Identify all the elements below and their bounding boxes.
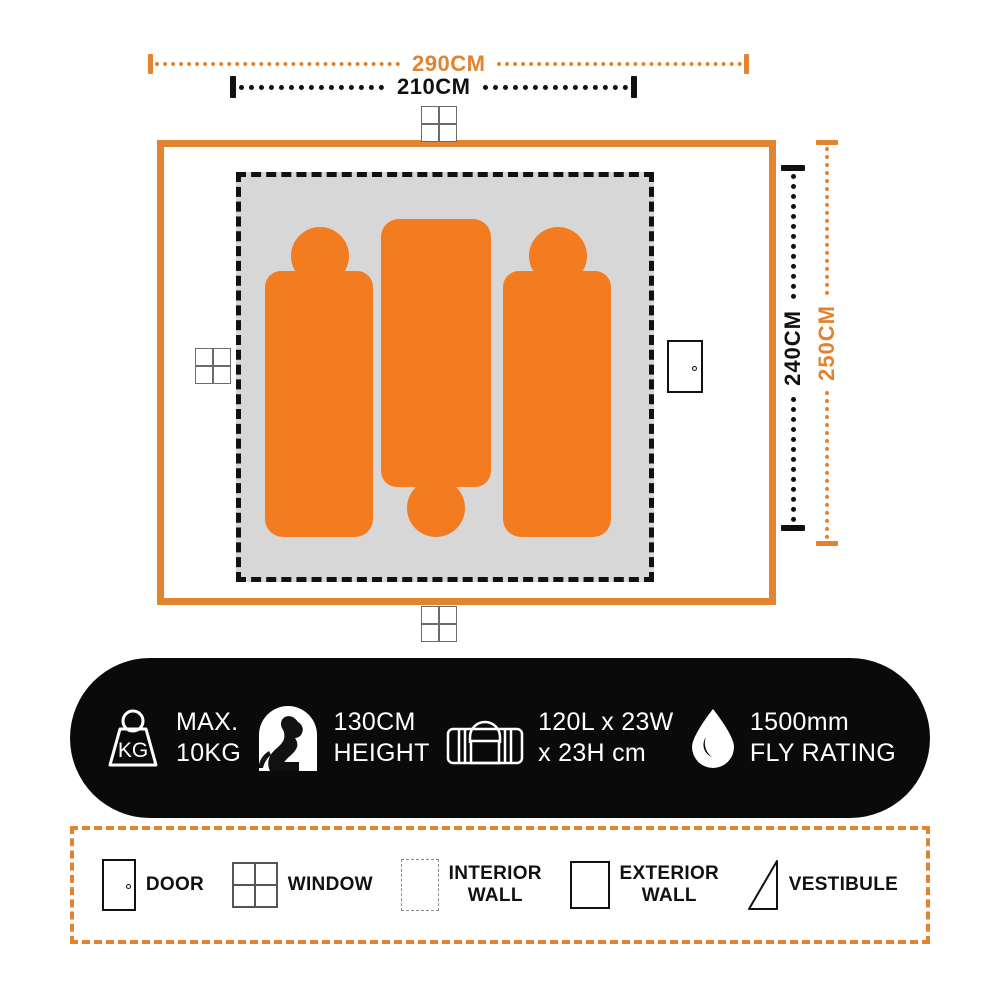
legend-item-interior-wall: INTERIOR WALL <box>400 859 542 911</box>
dim-cap-right <box>744 54 750 74</box>
legend-label-window: WINDOW <box>287 874 373 895</box>
spec-fly-line2: FLY RATING <box>749 739 896 767</box>
dim-line-bottom <box>790 396 796 522</box>
spec-packsize-line1: 120L x 23W <box>538 708 674 736</box>
spec-weight-line1: MAX. <box>176 708 239 736</box>
duffel-bag-icon <box>446 720 524 765</box>
dimension-interior-height: 240CM <box>780 165 806 585</box>
occupant-figure-middle <box>381 219 491 539</box>
spec-item-height: 130CM HEIGHT <box>257 705 429 771</box>
dimension-label-250: 250CM <box>814 305 839 381</box>
legend-item-exterior-wall: EXTERIOR WALL <box>569 861 720 909</box>
spec-item-weight: KG MAX. 10KG <box>104 707 241 769</box>
spec-weight-line2: 10KG <box>176 739 242 767</box>
door-icon-right[interactable] <box>667 340 703 393</box>
dim-cap-bottom <box>781 524 805 531</box>
figure-head <box>407 479 465 537</box>
window-icon-top[interactable] <box>421 106 457 142</box>
spec-packsize-line2: x 23H cm <box>538 739 647 767</box>
figure-body <box>381 219 491 487</box>
dim-line-top <box>790 174 796 299</box>
door-icon <box>101 859 136 911</box>
dim-cap-right <box>631 76 638 98</box>
legend-item-door: DOOR <box>101 859 205 911</box>
spec-item-packsize: 120L x 23W x 23H cm <box>446 707 673 769</box>
vestibule-icon <box>747 860 778 910</box>
water-drop-icon <box>691 709 734 768</box>
exterior-wall-outline <box>157 140 776 605</box>
legend-item-vestibule: VESTIBULE <box>747 859 898 911</box>
legend: DOOR WINDOW INTERIOR WALL EXTERIOR WALL … <box>70 826 930 944</box>
interior-wall-outline <box>236 172 654 582</box>
spec-packsize-text: 120L x 23W x 23H cm <box>538 707 673 769</box>
dimension-overall-height: 250CM <box>814 140 839 605</box>
legend-label-vestibule: VESTIBULE <box>788 874 899 895</box>
spec-item-fly-rating: 1500mm FLY RATING <box>690 707 896 769</box>
window-icon-left[interactable] <box>195 348 231 384</box>
legend-label-door: DOOR <box>145 874 205 895</box>
interior-wall-icon <box>400 859 439 911</box>
spec-height-line2: HEIGHT <box>333 739 430 767</box>
spec-fly-line1: 1500mm <box>749 708 849 736</box>
figure-body <box>503 271 611 537</box>
weight-kg-icon: KG <box>108 709 158 767</box>
dim-line-right <box>483 84 629 90</box>
spec-height-line1: 130CM <box>333 708 416 736</box>
dim-line-right <box>497 62 743 66</box>
door-knob <box>692 366 697 371</box>
person-sitting-icon <box>259 706 318 771</box>
door-knob <box>125 884 131 889</box>
spec-weight-text: MAX. 10KG <box>176 707 241 769</box>
dim-cap-top <box>816 140 838 145</box>
legend-item-window: WINDOW <box>231 862 373 908</box>
dimension-label-240: 240CM <box>780 310 805 386</box>
dim-line-left <box>155 62 400 66</box>
spec-fly-text: 1500mm FLY RATING <box>750 707 896 769</box>
svg-text:KG: KG <box>118 739 148 762</box>
legend-label-interior-wall: INTERIOR WALL <box>448 863 542 906</box>
dimension-label-210: 210CM <box>397 74 471 99</box>
figure-body <box>265 271 373 537</box>
dim-line-left <box>239 84 384 90</box>
dimension-interior-width: 210CM <box>230 74 650 100</box>
occupant-figure-left <box>265 227 373 537</box>
legend-label-exterior-wall: EXTERIOR WALL <box>619 863 720 906</box>
dim-cap-bottom <box>816 540 838 546</box>
dim-line-top <box>825 147 829 295</box>
dim-cap-left <box>148 54 153 74</box>
occupant-figure-right <box>503 227 611 537</box>
exterior-wall-icon <box>569 861 610 909</box>
dim-cap-left <box>230 76 236 98</box>
dim-line-bottom <box>825 390 829 539</box>
dimension-overall-width: 290CM <box>148 51 852 76</box>
spec-height-text: 130CM HEIGHT <box>333 707 429 769</box>
window-icon-bottom[interactable] <box>421 606 457 642</box>
spec-bar: KG MAX. 10KG 130CM HEIGHT <box>70 658 930 818</box>
dim-cap-top <box>781 165 805 171</box>
dimension-label-290: 290CM <box>412 51 486 76</box>
window-icon <box>231 862 278 908</box>
